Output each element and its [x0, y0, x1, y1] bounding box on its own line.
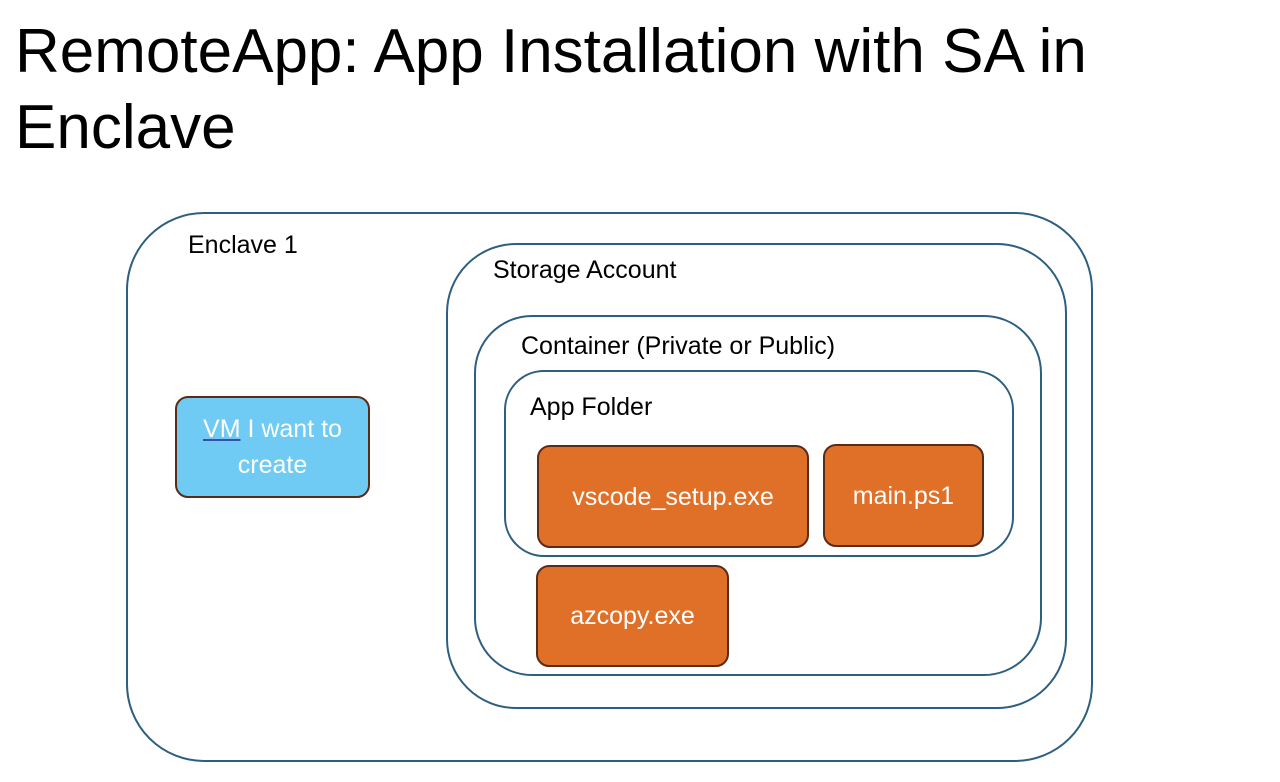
container-label: Container (Private or Public) — [521, 332, 836, 360]
app-folder-box: App Folder — [504, 370, 1014, 557]
vm-label-rest: I want to — [240, 415, 342, 443]
azcopy-label: azcopy.exe — [570, 602, 695, 630]
page-title: RemoteApp: App Installation with SA in E… — [15, 17, 1087, 162]
vm-node: VM I want to create — [175, 396, 370, 498]
enclave-box: Enclave 1 — [126, 212, 1093, 762]
app-folder-label: App Folder — [530, 393, 653, 421]
vscode-setup-label: vscode_setup.exe — [572, 482, 774, 511]
storage-account-box: Storage Account — [446, 243, 1067, 709]
enclave-label: Enclave 1 — [188, 231, 298, 259]
vscode-setup-file-node: vscode_setup.exe — [537, 445, 809, 548]
storage-account-label: Storage Account — [493, 256, 677, 284]
main-ps1-label: main.ps1 — [852, 481, 955, 510]
vm-label-line1: VM I want to — [203, 411, 342, 447]
vm-label-line2: create — [237, 451, 308, 479]
container-box: Container (Private or Public) — [474, 315, 1042, 676]
azcopy-file-node: azcopy.exe — [536, 565, 729, 667]
main-ps1-file-node: main.ps1 — [823, 444, 984, 547]
vm-label-word: VM — [203, 415, 241, 443]
